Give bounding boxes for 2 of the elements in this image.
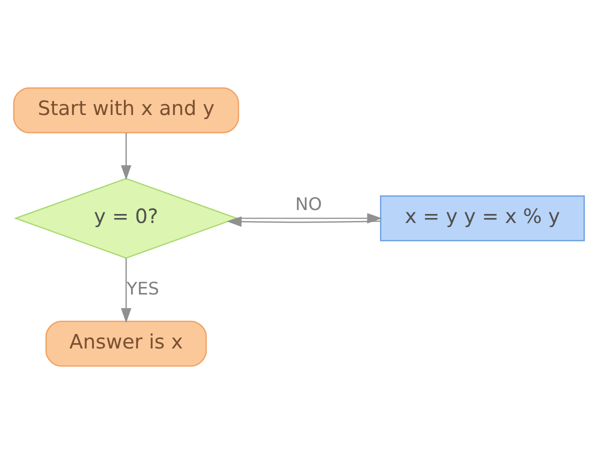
edge-label: YES	[126, 278, 160, 299]
edge-label: NO	[295, 194, 322, 214]
